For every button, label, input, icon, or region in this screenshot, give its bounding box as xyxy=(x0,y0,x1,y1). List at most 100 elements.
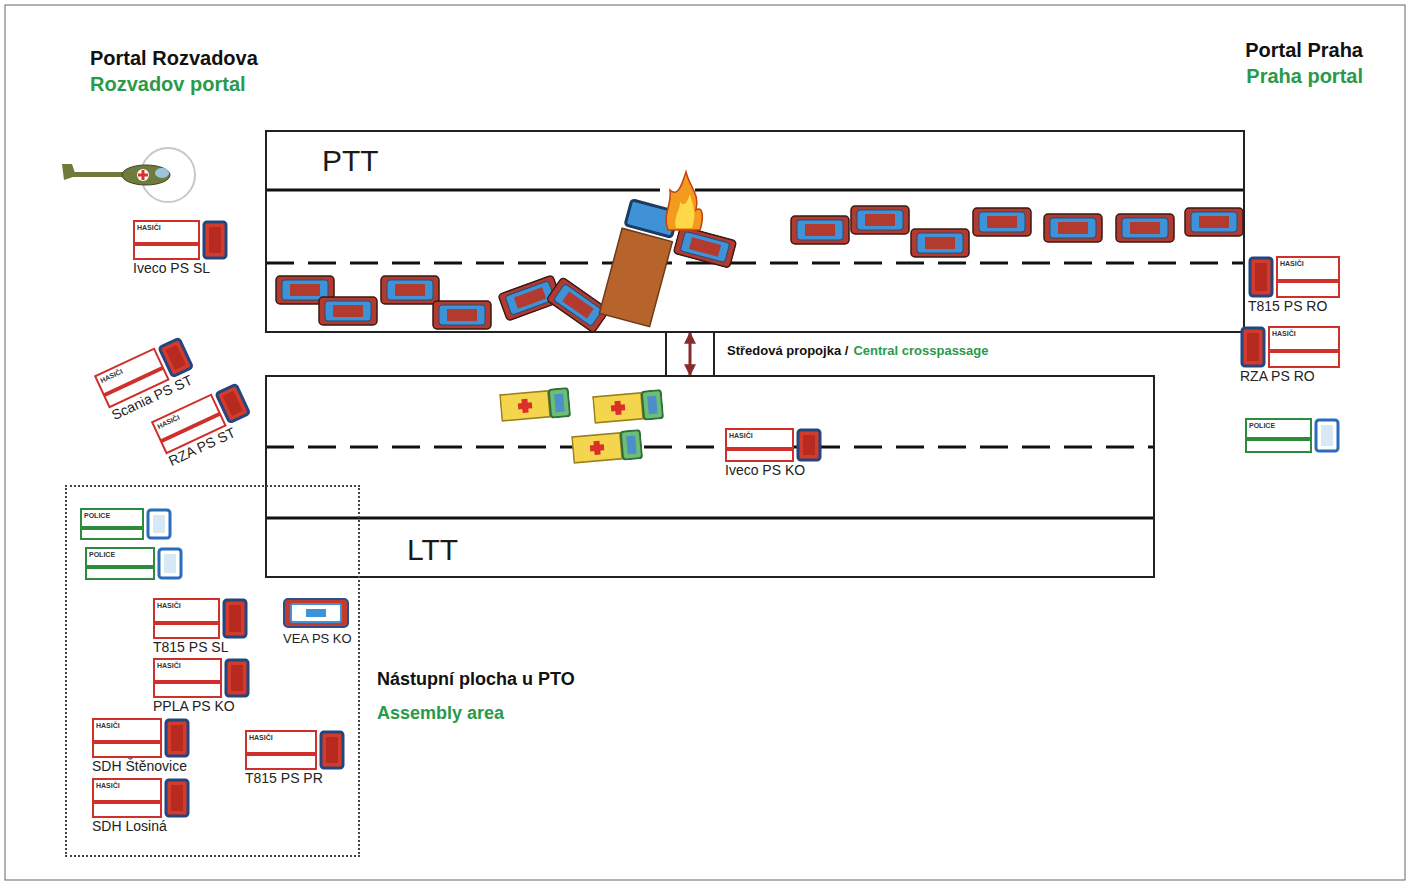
portal-label: Portal Rozvadova xyxy=(90,48,258,68)
police-car: POLICE xyxy=(80,508,172,540)
car xyxy=(1044,214,1102,242)
vehicle-marking: HASIČI xyxy=(96,722,120,729)
cab-window xyxy=(164,554,176,573)
fire-truck: HASIČIT815 PS RO xyxy=(1248,256,1340,298)
portal-label: Portal Praha xyxy=(1245,40,1363,60)
car xyxy=(319,297,377,325)
vehicle-marking: HASIČI xyxy=(157,662,181,669)
tube-label: PTT xyxy=(322,146,379,176)
police-car: POLICE xyxy=(85,547,183,580)
cab-window xyxy=(1255,263,1267,291)
vehicle-cab xyxy=(166,720,188,756)
vehicle-cab xyxy=(159,338,192,376)
car xyxy=(433,301,491,329)
vehicle-cab xyxy=(1242,328,1264,366)
vehicle-body xyxy=(246,731,316,769)
fire-truck: HASIČIT815 PS SL xyxy=(153,598,248,639)
vehicle-marking: HASIČI xyxy=(729,432,753,439)
body-stripe xyxy=(93,740,161,744)
vehicle-label: VEA PS KO xyxy=(283,632,352,646)
vehicle-cab xyxy=(159,549,181,578)
vehicle-label: T815 PS PR xyxy=(245,771,323,785)
body-stripe xyxy=(726,447,793,451)
vehicle-cab xyxy=(321,732,343,768)
car xyxy=(546,277,610,333)
vehicle-marking: POLICE xyxy=(89,551,115,558)
lane-divider xyxy=(266,262,1244,265)
tunnel-tube: PTT xyxy=(265,130,1245,333)
car xyxy=(973,208,1031,236)
vehicle-body xyxy=(1269,327,1339,367)
burning-car xyxy=(673,226,736,268)
cab-window xyxy=(229,605,241,632)
vehicle-body xyxy=(154,599,219,638)
tail-fin xyxy=(62,164,76,180)
fire-truck: HASIČIIveco PS KO xyxy=(725,428,822,462)
car xyxy=(1185,208,1243,236)
fire-truck: HASIČIScania PS ST xyxy=(94,336,195,409)
vehicle-body xyxy=(93,779,161,817)
vehicle-cab xyxy=(1316,420,1338,451)
body-stripe xyxy=(81,526,143,530)
cab-window xyxy=(209,227,221,253)
red-cross xyxy=(142,170,145,180)
vehicle-cab xyxy=(224,600,246,637)
command-car: VEA PS KO xyxy=(283,598,349,628)
cab-window xyxy=(326,737,338,763)
vehicle-body xyxy=(154,659,221,697)
vehicle-cab xyxy=(148,510,170,538)
vehicle-label: Iveco PS KO xyxy=(725,463,805,477)
vehicle-cab xyxy=(226,660,248,696)
tube-wall-line xyxy=(266,189,660,192)
car xyxy=(1116,214,1174,242)
vehicle-cab xyxy=(798,430,820,460)
vehicle-label: T815 PS SL xyxy=(153,640,229,654)
vehicle-label: Iveco PS SL xyxy=(133,261,210,275)
vehicle-body xyxy=(81,509,143,539)
body-stripe xyxy=(1277,279,1339,283)
crosspassage-arrow xyxy=(689,333,692,375)
fire-truck: HASIČIPPLA PS KO xyxy=(153,658,250,698)
body-stripe xyxy=(246,752,316,756)
vehicle-body xyxy=(1277,257,1339,297)
vehicle-marking: POLICE xyxy=(84,512,110,519)
tube-wall-line xyxy=(695,189,1244,192)
cockpit xyxy=(155,168,169,178)
vehicle-label: SDH Losiná xyxy=(92,819,167,833)
crosspassage: Středová propojka /Central crosspassage xyxy=(665,331,715,377)
fire xyxy=(675,194,694,228)
tube-label: LTT xyxy=(407,535,458,565)
car-body xyxy=(284,599,348,627)
vehicle-shape xyxy=(283,598,349,628)
cab-window xyxy=(166,345,186,370)
body-stripe xyxy=(93,800,161,804)
car xyxy=(851,206,909,234)
cab-window xyxy=(171,785,183,811)
car xyxy=(911,229,969,257)
vehicle-marking: HASIČI xyxy=(96,782,120,789)
crosspassage-label: Středová propojka / xyxy=(727,344,848,357)
cab-window xyxy=(1321,425,1333,446)
lane-divider xyxy=(266,446,1154,449)
portal-label: Rozvadov portal xyxy=(90,74,246,94)
area-label: Nástupní plocha u PTO xyxy=(377,670,575,688)
vehicle-label: RZA PS RO xyxy=(1240,369,1315,383)
cab-window xyxy=(1247,333,1259,361)
vehicle-cab xyxy=(1250,258,1272,296)
ambulance xyxy=(500,388,570,422)
body-stripe xyxy=(86,565,154,569)
vehicle-marking: HASIČI xyxy=(1280,260,1304,267)
tube-wall-line xyxy=(266,517,1154,520)
vehicle-marking: POLICE xyxy=(1249,422,1275,429)
truck-trailer xyxy=(599,228,672,326)
vehicle-marking: HASIČI xyxy=(137,224,161,231)
assembly-area: Nástupní plocha u PTOAssembly areaPOLICE… xyxy=(65,485,360,857)
cab-window xyxy=(231,665,243,691)
vehicle-cab xyxy=(204,222,226,258)
fire-truck: HASIČISDH Losiná xyxy=(92,778,190,818)
vehicle-marking: HASIČI xyxy=(157,602,181,609)
vehicle-body xyxy=(134,221,199,259)
vehicle-label: T815 PS RO xyxy=(1248,299,1327,313)
vehicle-body xyxy=(86,548,154,579)
